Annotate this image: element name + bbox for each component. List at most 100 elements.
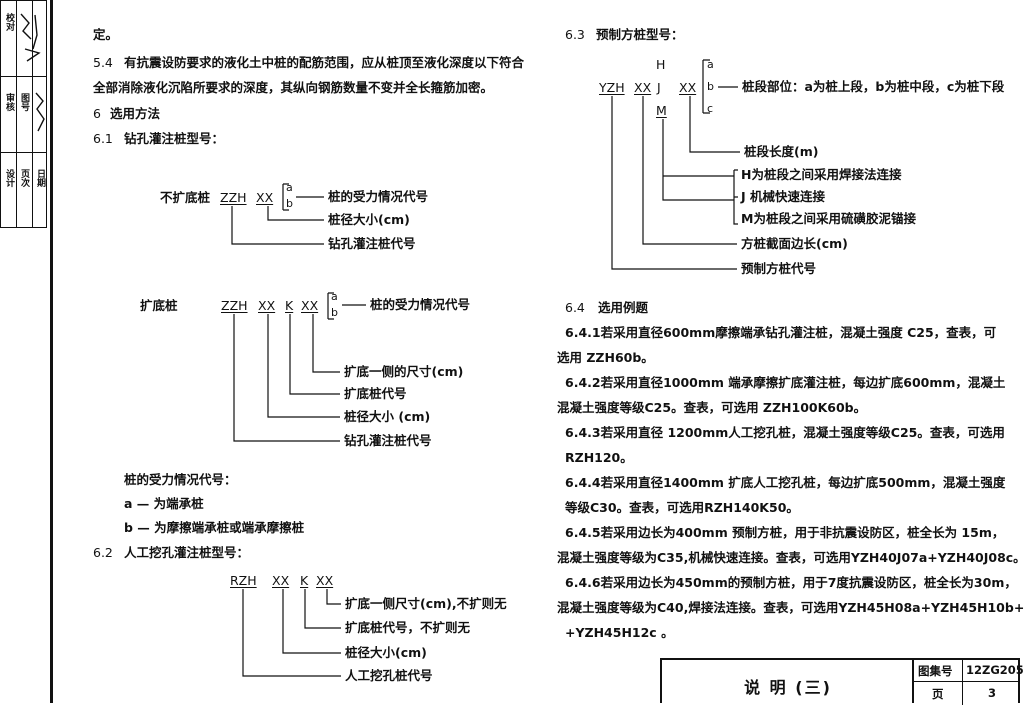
- diagram2-callout-2: 扩底一侧的尺寸(cm): [344, 364, 464, 379]
- diagram1-label: 不扩底桩: [160, 190, 211, 205]
- atlas-row: 图集号 12ZG205: [914, 660, 1024, 682]
- section-6-4-title: 选用例题: [598, 300, 649, 315]
- section-6-3-title: 预制方桩型号：: [596, 27, 684, 42]
- stamp-label: 校对: [4, 13, 14, 31]
- diagram1-b: b: [286, 197, 293, 210]
- diagram4-callout-7: 预制方桩代号: [741, 261, 817, 276]
- diagram2-callout-5: 钻孔灌注桩代号: [344, 433, 432, 448]
- diagram4-callout-6: 方桩截面边长(cm): [741, 236, 848, 251]
- diagram2-a: a: [331, 290, 338, 303]
- diagram4-callout-1: 桩段部位：a为桩上段，b为桩中段，c为桩下段: [742, 79, 1005, 94]
- page-divider: [962, 682, 963, 705]
- clause-5-4-line1: 有抗震设防要求的液化土中桩的配筋范围，应从桩顶至液化深度以下符合: [124, 55, 525, 70]
- section-6-4-number: 6.4: [565, 300, 585, 315]
- page-row: 页 3: [914, 682, 1018, 705]
- stamp-divider: [32, 1, 33, 227]
- diagram4-callout-2: 桩段长度(m): [744, 144, 819, 159]
- diagram4-b: b: [707, 80, 714, 93]
- example-line: RZH120。: [565, 450, 633, 465]
- diagram4-code: YZH: [599, 80, 625, 95]
- force-code-a: a — 为端承桩: [124, 496, 204, 511]
- example-line: 选用 ZZH60b。: [557, 350, 654, 365]
- diagram4-xx: XX: [634, 80, 652, 95]
- diagram4-callout-3: H为桩段之间采用焊接法连接: [741, 167, 902, 182]
- stamp-row-1: [1, 1, 46, 77]
- page-label: 页: [932, 687, 944, 701]
- diagram2-callout-4: 桩径大小 (cm): [344, 409, 431, 424]
- diagram2-k: K: [285, 298, 294, 313]
- diagram3-callout-3: 桩径大小(cm): [345, 645, 427, 660]
- section-6-title: 选用方法: [110, 106, 161, 121]
- continued-fragment: 定。: [93, 27, 119, 42]
- title-cell: 说 明 (三): [662, 660, 914, 703]
- signature-scribble: [20, 13, 41, 62]
- diagram4-callout-5: M为桩段之间采用硫磺胶泥锚接: [741, 211, 916, 226]
- section-6-1-title: 钻孔灌注桩型号：: [124, 131, 225, 146]
- diagram2-label: 扩底桩: [140, 298, 178, 313]
- diagram4-c: c: [707, 102, 714, 115]
- diagram2-callout-3: 扩底桩代号: [344, 386, 407, 401]
- stamp-label: 日期: [35, 169, 45, 187]
- atlas-number: 12ZG205: [966, 663, 1024, 677]
- page-number: 3: [988, 686, 997, 700]
- diagram4-j: J: [657, 80, 661, 95]
- atlas-label: 图集号: [918, 664, 953, 678]
- signoff-stamp: 校对 审核 设计 页次 图号 日期: [0, 0, 47, 228]
- diagram1-code: ZZH: [220, 190, 247, 205]
- sheet-title: 说 明 (三): [744, 678, 832, 697]
- clause-5-4-line2: 全部消除液化沉陷所要求的深度，其纵向钢筋数量不变并全长箍筋加密。: [93, 80, 494, 95]
- example-line: 6.4.4若采用直径1400mm 扩底人工挖孔桩，每边扩底500mm，混凝土强度: [565, 475, 1006, 490]
- stamp-label: 审核: [4, 93, 14, 111]
- diagram1-a: a: [286, 181, 293, 194]
- example-line: 等级C30。查表，可选用RZH140K50。: [565, 500, 799, 515]
- drawing-frame: [50, 0, 1024, 703]
- example-line: 混凝土强度等级C25。查表，可选用 ZZH100K60b。: [557, 400, 867, 415]
- stamp-label: 设计: [4, 169, 14, 187]
- example-line: 6.4.1若采用直径600mm摩擦端承钻孔灌注桩，混凝土强度 C25，查表，可: [565, 325, 997, 340]
- force-code-b: b — 为摩擦端承桩或端承摩擦桩: [124, 520, 305, 535]
- diagram2-xx: XX: [258, 298, 276, 313]
- stamp-row-2: [1, 77, 46, 153]
- example-line: 6.4.3若采用直径 1200mm人工挖孔桩，混凝土强度等级C25。查表，可选用: [565, 425, 1005, 440]
- diagram3-k: K: [300, 573, 309, 588]
- diagram4-callout-4: J 机械快速连接: [741, 189, 826, 204]
- example-line: 混凝土强度等级为C40,焊接法连接。查表，可选用YZH45H08a+YZH45H…: [557, 600, 1024, 615]
- example-line: 6.4.6若采用边长为450mm的预制方桩，用于7度抗震设防区，桩全长为30m，: [565, 575, 1017, 590]
- diagram3-callout-4: 人工挖孔桩代号: [345, 668, 433, 683]
- diagram4-m: M: [656, 103, 667, 118]
- diagram4-h: H: [656, 57, 666, 72]
- diagram3-callout-2: 扩底桩代号，不扩则无: [345, 620, 471, 635]
- example-line: +YZH45H12c 。: [565, 625, 674, 640]
- example-line: 混凝土强度等级为C35,机械快速连接。查表，可选用YZH40J07a+YZH40…: [557, 550, 1024, 565]
- force-code-title: 桩的受力情况代号：: [124, 472, 237, 487]
- stamp-divider: [16, 1, 17, 227]
- title-block: 说 明 (三) 图集号 12ZG205 页 3: [660, 658, 1024, 705]
- diagram1-callout-3: 钻孔灌注桩代号: [328, 236, 416, 251]
- stamp-label: 图号: [19, 93, 29, 111]
- diagram4-xx2: XX: [679, 80, 697, 95]
- section-6-3-number: 6.3: [565, 27, 585, 42]
- example-line: 6.4.2若采用直径1000mm 端承摩擦扩底灌注桩，每边扩底600mm，混凝土: [565, 375, 1006, 390]
- diagram3-code: RZH: [230, 573, 257, 588]
- diagram2-b: b: [331, 306, 338, 319]
- diagram2-xx2: XX: [301, 298, 319, 313]
- diagram2-code: ZZH: [221, 298, 248, 313]
- diagram1-xx: XX: [256, 190, 274, 205]
- example-line: 6.4.5若采用边长为400mm 预制方桩，用于非抗震设防区，桩全长为 15m，: [565, 525, 1005, 540]
- diagram3-callout-1: 扩底一侧尺寸(cm),不扩则无: [345, 596, 507, 611]
- signature-scribble: [35, 92, 45, 132]
- stamp-row-3: [1, 153, 46, 229]
- diagram1-callout-1: 桩的受力情况代号: [328, 189, 429, 204]
- section-6-2-title: 人工挖孔灌注桩型号：: [124, 545, 250, 560]
- stamp-label: 页次: [19, 169, 29, 187]
- diagram3-xx2: XX: [316, 573, 334, 588]
- diagram1-callout-2: 桩径大小(cm): [328, 212, 410, 227]
- diagram3-xx: XX: [272, 573, 290, 588]
- atlas-divider: [962, 660, 963, 681]
- section-6-number: 6: [93, 106, 101, 121]
- section-6-2-number: 6.2: [93, 545, 113, 560]
- diagram4-a: a: [707, 58, 714, 71]
- clause-5-4-number: 5.4: [93, 55, 113, 70]
- section-6-1-number: 6.1: [93, 131, 113, 146]
- diagram2-callout-1: 桩的受力情况代号: [370, 297, 471, 312]
